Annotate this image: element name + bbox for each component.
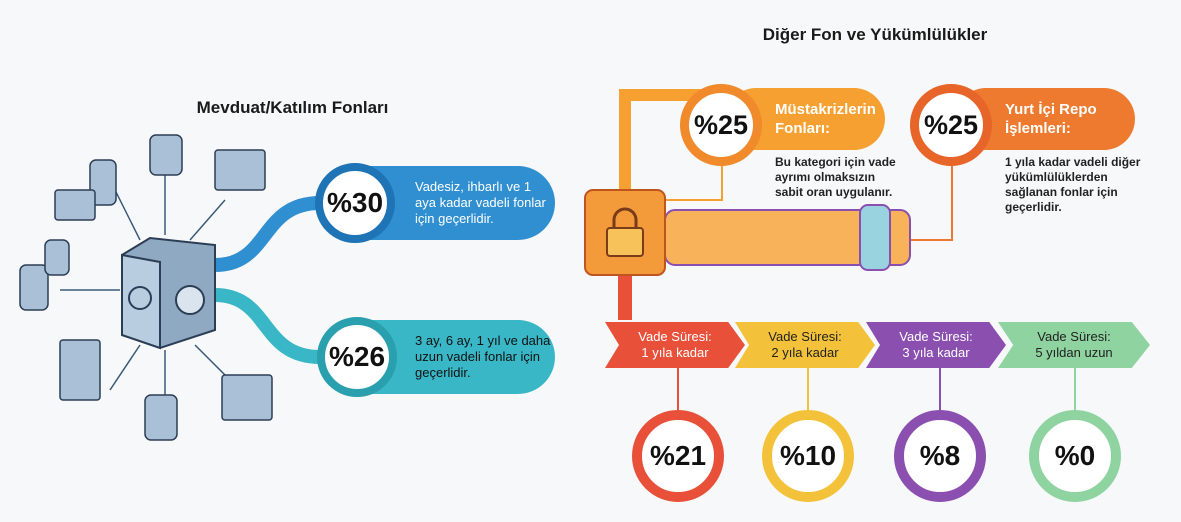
maturity-4-term: 5 yıldan uzun: [1035, 345, 1113, 360]
maturity-2-percent: %10: [762, 410, 854, 502]
left-section-title: Mevduat/Katılım Fonları: [196, 98, 389, 117]
maturity-2-label: Vade Süresi:: [768, 329, 842, 344]
lock-icon: [606, 207, 644, 257]
lender-funds-desc: Bu kategori için vade ayrımı olmaksızın …: [775, 155, 896, 199]
lender-funds-percent: %25: [680, 84, 762, 166]
maturity-1-label: Vade Süresi:: [638, 329, 712, 344]
deposit-item-1-percent: %30: [315, 163, 395, 243]
maturity-1-percent: %21: [632, 410, 724, 502]
maturity-3-arrow: Vade Süresi:3 yıla kadar: [866, 322, 1006, 368]
maturity-4-label: Vade Süresi:: [1037, 329, 1111, 344]
maturity-2-arrow: Vade Süresi:2 yıla kadar: [735, 322, 875, 368]
deposit-item-2-percent: %26: [317, 317, 397, 397]
maturity-3-percent: %8: [894, 410, 986, 502]
maturity-4-arrow: Vade Süresi:5 yıldan uzun: [998, 322, 1150, 368]
maturity-3-term: 3 yıla kadar: [902, 345, 970, 360]
deposit-item-1-text: Vadesiz, ihbarlı ve 1 aya kadar vadeli f…: [415, 179, 546, 226]
lender-funds-label-text: Müstakrizlerin Fonları:: [775, 101, 876, 137]
maturity-3-label: Vade Süresi:: [899, 329, 973, 344]
repo-percent: %25: [910, 84, 992, 166]
maturity-2-term: 2 yıla kadar: [771, 345, 839, 360]
safe-icon: [121, 236, 216, 350]
deposit-item-2-text: 3 ay, 6 ay, 1 yıl ve daha uzun vadeli fo…: [415, 333, 551, 380]
maturity-1-arrow: Vade Süresi:1 yıla kadar: [605, 322, 745, 368]
maturity-1-term: 1 yıla kadar: [641, 345, 709, 360]
right-section-title: Diğer Fon ve Yükümlülükler: [762, 25, 988, 44]
repo-desc: 1 yıla kadar vadeli diğer yükümlülüklerd…: [1005, 155, 1141, 214]
maturity-4-percent: %0: [1029, 410, 1121, 502]
repo-label-text: Yurt İçi Repo İşlemleri:: [1005, 101, 1097, 137]
